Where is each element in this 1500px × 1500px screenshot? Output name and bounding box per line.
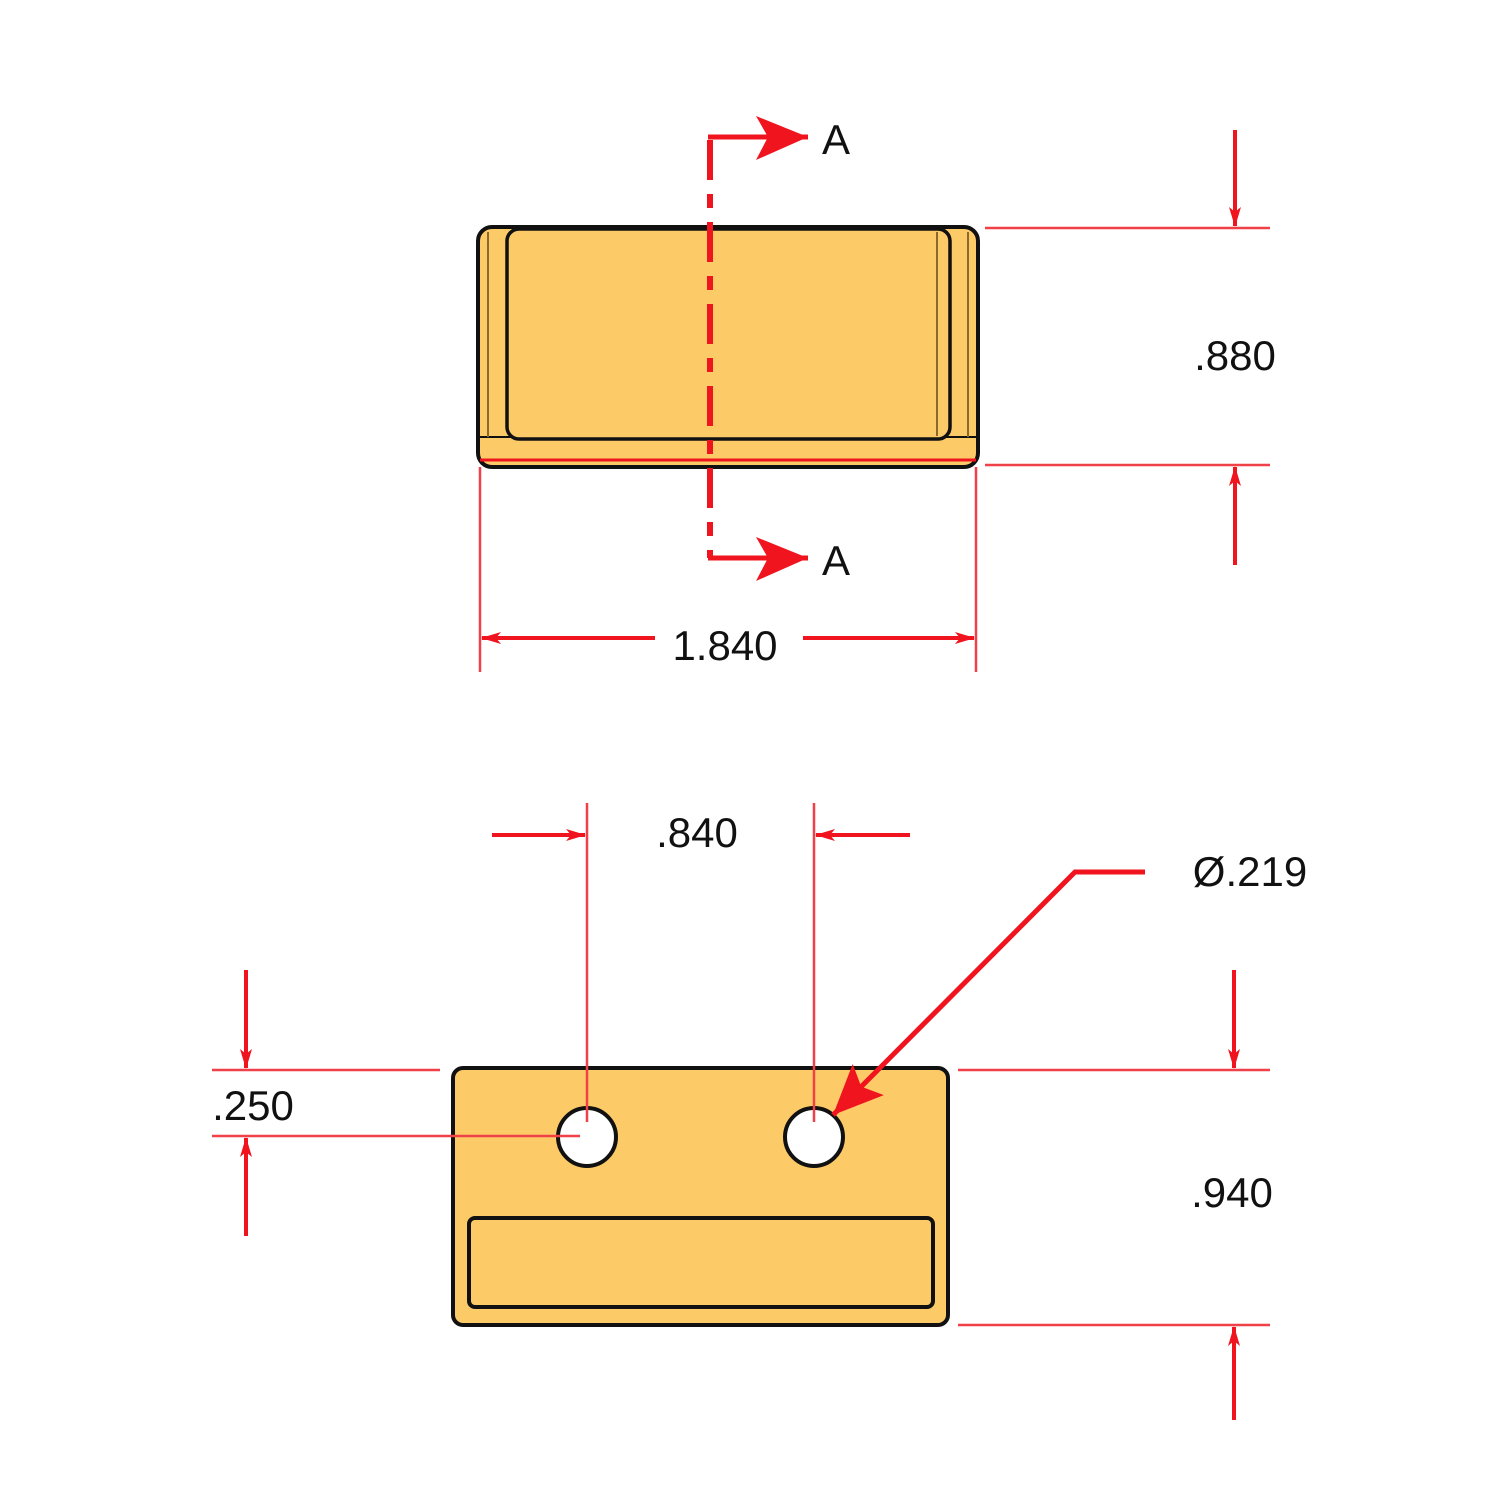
section-label-bottom: A [822, 537, 850, 584]
top-height-dimension: .880 [1194, 332, 1276, 379]
hole-offset-dimension: .250 [212, 1082, 294, 1129]
section-arrowhead-top [756, 116, 808, 160]
diameter-leader [831, 869, 1145, 1117]
section-arrowhead-bottom [756, 537, 808, 581]
bottom-height-dimension: .940 [1191, 1169, 1273, 1216]
top-width-dimension: 1.840 [672, 622, 777, 669]
hole-diameter-dimension: Ø.219 [1193, 848, 1307, 895]
section-label-top: A [822, 116, 850, 163]
bottom-view: .840 Ø.219 .250 .940 [212, 803, 1307, 1420]
hole-spacing-dimension: .840 [656, 809, 738, 856]
bottom-view-slot [467, 1216, 935, 1309]
top-view-raised-face [505, 227, 952, 441]
top-view: A A .880 1.840 [476, 116, 1276, 672]
